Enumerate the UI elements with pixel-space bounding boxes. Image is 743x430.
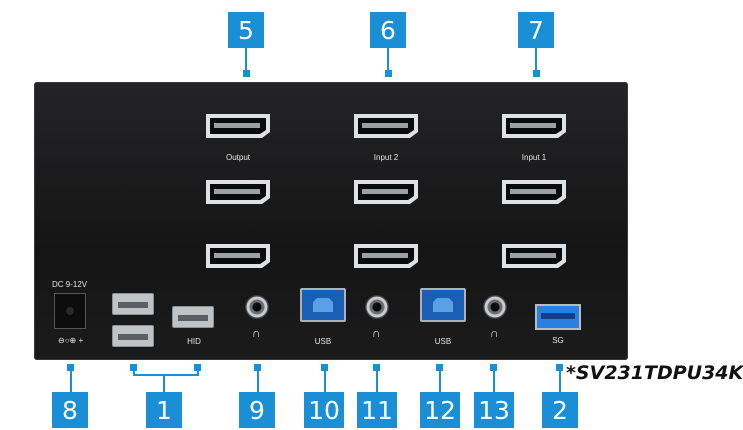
usb-a-port-bottom <box>112 325 154 347</box>
leader-12 <box>439 368 441 396</box>
displayport-input1-2 <box>500 178 568 206</box>
leader-1-vertical <box>163 374 165 394</box>
displayport-input2-2 <box>352 178 420 206</box>
leader-1-start-b <box>194 364 201 371</box>
dc-power-jack <box>54 293 86 329</box>
displayport-input1-1 <box>500 112 568 140</box>
leader-10 <box>324 368 326 396</box>
leader-5-end <box>243 70 250 77</box>
displayport-input2-1 <box>352 112 420 140</box>
leader-8 <box>70 368 72 396</box>
callout-13: 13 <box>474 392 514 428</box>
headphone-icon: ∩ <box>372 326 381 340</box>
leader-9-start <box>254 364 261 371</box>
usb-a-port-top <box>112 293 154 315</box>
audio-jack-2 <box>365 295 389 319</box>
leader-11 <box>376 368 378 396</box>
usb-hid-port <box>172 306 214 328</box>
label-usb-2: USB <box>434 337 452 346</box>
headphone-icon: ∩ <box>252 326 261 340</box>
label-input-1: Input 1 <box>521 153 547 162</box>
displayport-output-1 <box>204 112 272 140</box>
callout-5: 5 <box>228 12 264 48</box>
leader-9 <box>257 368 259 396</box>
callout-6: 6 <box>370 12 406 48</box>
leader-12-start <box>436 364 443 371</box>
model-number: *SV231TDPU34K <box>566 362 743 384</box>
headphone-icon: ∩ <box>490 326 499 340</box>
callout-1: 1 <box>146 392 182 428</box>
usb-b-port-2 <box>420 288 466 322</box>
callout-11: 11 <box>357 392 397 428</box>
leader-13-start <box>490 364 497 371</box>
leader-6-end <box>385 70 392 77</box>
audio-jack-1 <box>245 295 269 319</box>
leader-13 <box>493 368 495 396</box>
label-input-2: Input 2 <box>373 153 399 162</box>
leader-7 <box>535 48 537 70</box>
usb-b-port-1 <box>300 288 346 322</box>
leader-2 <box>559 368 561 396</box>
usb-3-port <box>535 304 581 330</box>
label-usb-1: USB <box>314 337 332 346</box>
displayport-output-3 <box>204 242 272 270</box>
leader-2-start <box>556 364 563 371</box>
callout-7: 7 <box>518 12 554 48</box>
leader-11-start <box>373 364 380 371</box>
audio-jack-3 <box>483 295 507 319</box>
callout-8: 8 <box>52 392 88 428</box>
label-sg: SG <box>552 336 564 345</box>
kvm-rear-panel: Output Input 2 Input 1 DC 9-12V ⊖○⊕ + HI… <box>34 82 628 360</box>
leader-1-start-a <box>130 364 137 371</box>
callout-2: 2 <box>542 392 578 428</box>
label-output: Output <box>225 153 250 162</box>
label-dc-polarity: ⊖○⊕ + <box>58 336 84 345</box>
leader-10-start <box>321 364 328 371</box>
leader-5 <box>245 48 247 70</box>
callout-10: 10 <box>304 392 344 428</box>
leader-1-right <box>197 368 199 376</box>
leader-8-start <box>67 364 74 371</box>
callout-12: 12 <box>420 392 460 428</box>
displayport-output-2 <box>204 178 272 206</box>
leader-7-end <box>533 70 540 77</box>
displayport-input1-3 <box>500 242 568 270</box>
leader-1-horizontal <box>133 374 197 376</box>
leader-1-left <box>133 368 135 376</box>
label-hid: HID <box>187 337 201 346</box>
displayport-input2-3 <box>352 242 420 270</box>
callout-9: 9 <box>239 392 275 428</box>
label-dc-input: DC 9-12V <box>52 280 88 289</box>
leader-6 <box>387 48 389 70</box>
